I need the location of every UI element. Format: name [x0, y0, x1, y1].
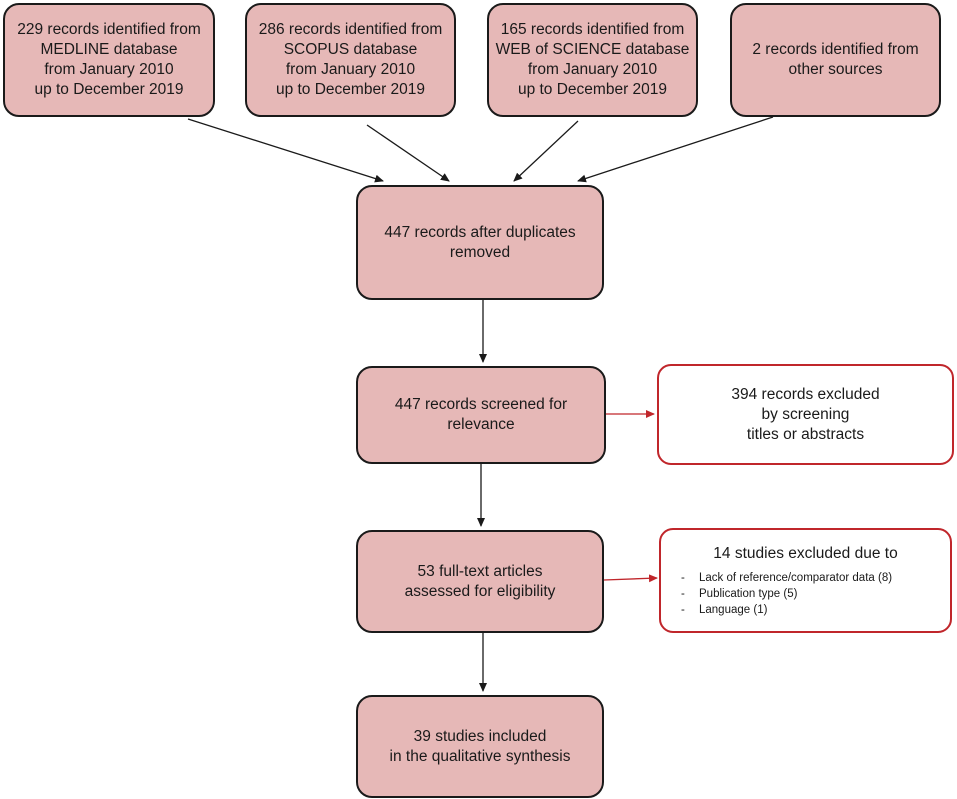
eligibility-exclusion-heading: 14 studies excluded due to — [713, 545, 898, 562]
list-item: - Lack of reference/comparator data (8) — [681, 570, 892, 586]
eligibility-exclusion-reasons: - Lack of reference/comparator data (8) -… — [661, 570, 892, 618]
source-text-other: 2 records identified from other sources — [752, 41, 919, 78]
source-text-scopus: 286 records identified from SCOPUS datab… — [258, 21, 443, 98]
list-item: - Publication type (5) — [681, 586, 892, 602]
reason-text: Lack of reference/comparator data (8) — [699, 572, 893, 584]
screening-exclusion-text: 394 records excluded by screening titles… — [731, 385, 880, 443]
screening-exclusion-box: 394 records excluded by screening titles… — [657, 364, 954, 465]
reason-text: Language (1) — [699, 604, 768, 616]
eligibility-exclusion-box: 14 studies excluded due to - Lack of refe… — [659, 528, 952, 633]
source-text-medline: 229 records identified from MEDLINE data… — [17, 21, 201, 98]
arrow-other-to-duplicates — [577, 116, 774, 183]
arrow-medline-to-duplicates — [187, 118, 384, 183]
arrow-scopus-to-duplicates — [366, 124, 450, 182]
source-box-medline: 229 records identified from MEDLINE data… — [3, 3, 215, 117]
list-bullet: - — [681, 604, 685, 616]
full-text-box: 53 full-text articles assessed for eligi… — [356, 530, 604, 633]
arrow-fulltext-to-excluded — [603, 574, 658, 583]
source-box-scopus: 286 records identified from SCOPUS datab… — [245, 3, 456, 117]
source-box-wos: 165 records identified from WEB of SCIEN… — [487, 3, 698, 117]
source-text-wos: 165 records identified from WEB of SCIEN… — [495, 21, 690, 98]
duplicates-removed-box: 447 records after duplicates removed — [356, 185, 604, 300]
source-box-other: 2 records identified from other sources — [730, 3, 941, 117]
list-item: - Language (1) — [681, 602, 892, 618]
screened-box: 447 records screened for relevance — [356, 366, 606, 464]
duplicates-removed-text: 447 records after duplicates removed — [384, 223, 576, 261]
list-bullet: - — [681, 588, 685, 600]
list-bullet: - — [681, 572, 685, 584]
screened-text: 447 records screened for relevance — [394, 396, 568, 433]
included-box: 39 studies included in the qualitative s… — [356, 695, 604, 798]
full-text-text: 53 full-text articles assessed for eligi… — [404, 562, 556, 600]
included-text: 39 studies included in the qualitative s… — [389, 727, 571, 765]
reason-text: Publication type (5) — [699, 588, 798, 600]
arrow-wos-to-duplicates — [513, 120, 579, 182]
